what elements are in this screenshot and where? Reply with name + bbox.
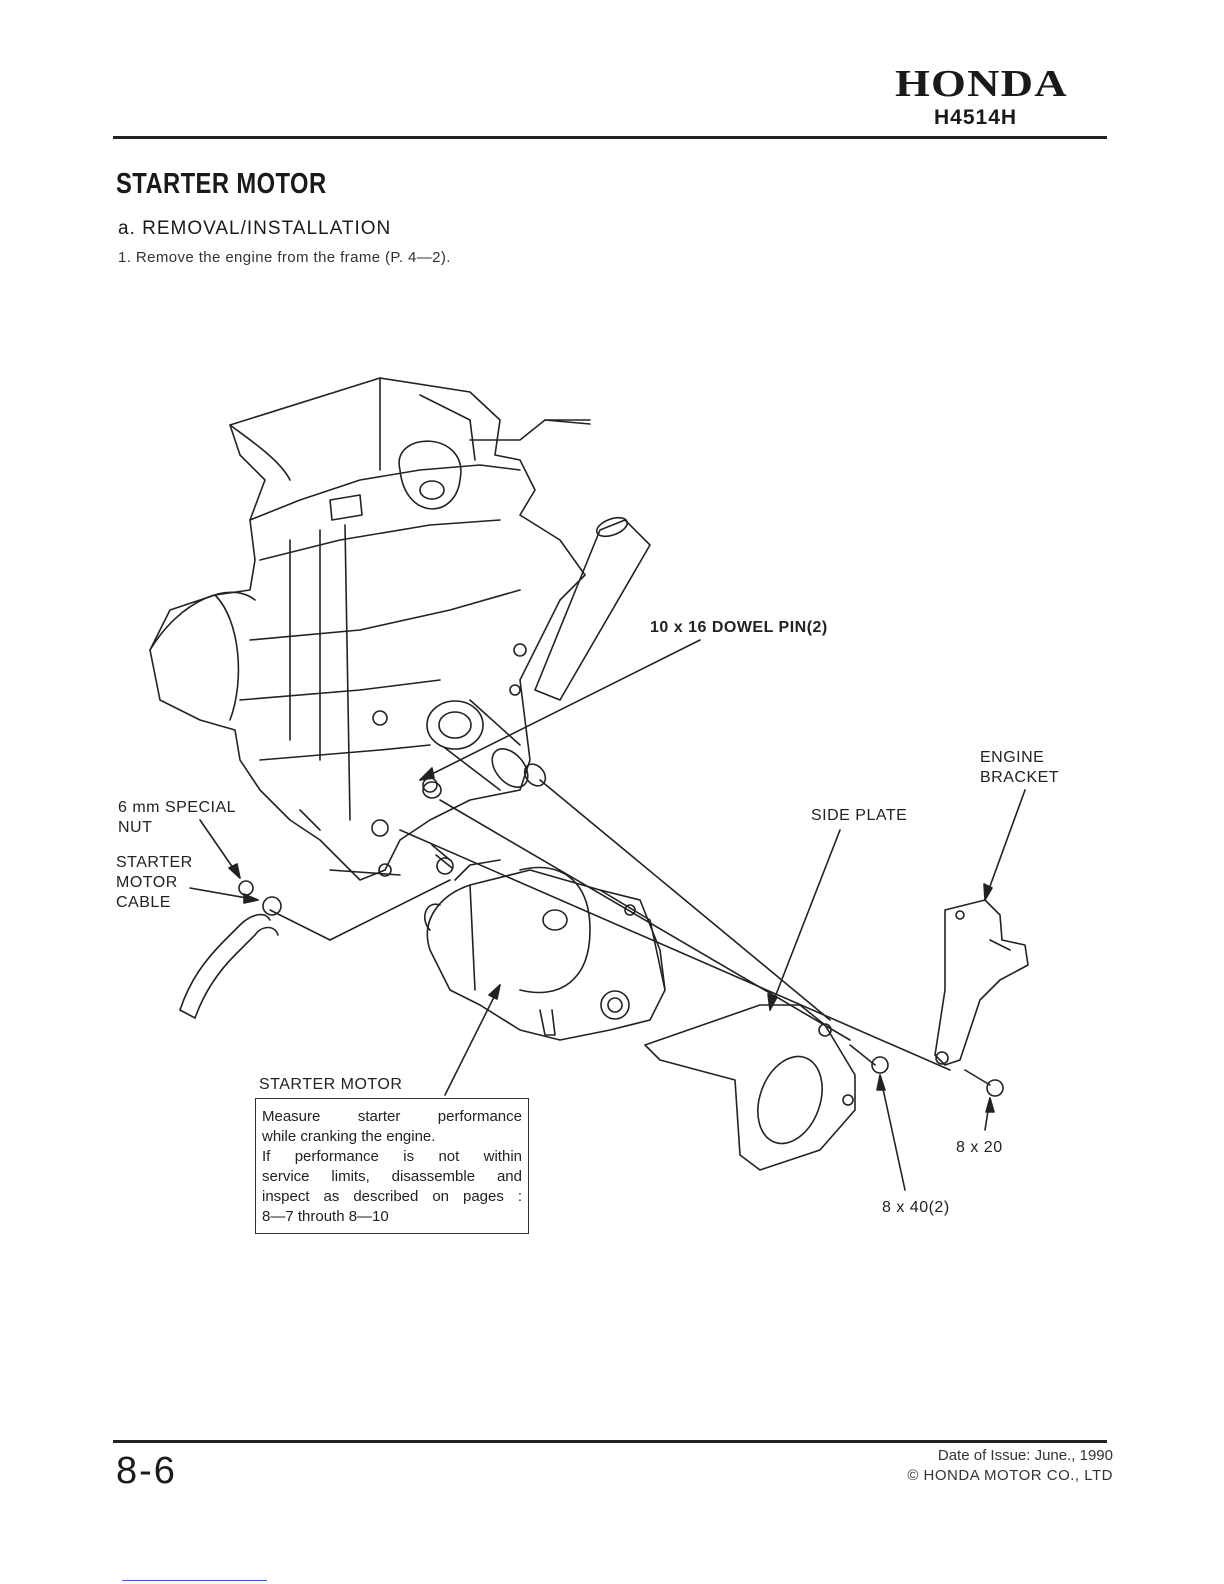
note-line: service limits, disassemble and bbox=[262, 1168, 522, 1185]
engine-bracket-part bbox=[934, 899, 1029, 1066]
header-rule bbox=[113, 136, 1107, 139]
starter-motor-part bbox=[424, 859, 666, 1041]
label-starter-motor: STARTER MOTOR bbox=[259, 1076, 403, 1093]
bolts bbox=[849, 1044, 1004, 1097]
label-cable-line2: MOTOR bbox=[116, 874, 178, 891]
copyright: © HONDA MOTOR CO., LTD bbox=[907, 1467, 1113, 1484]
note-line: Measure starter performance bbox=[262, 1108, 522, 1125]
starter-cable bbox=[179, 880, 282, 1019]
label-cable-line3: CABLE bbox=[116, 894, 171, 911]
note-line: If performance is not within bbox=[262, 1148, 522, 1165]
engine-block bbox=[149, 377, 591, 881]
note-line: 8—7 throuth 8—10 bbox=[262, 1208, 389, 1225]
footer-rule bbox=[113, 1440, 1107, 1443]
label-cable-line1: STARTER bbox=[116, 854, 193, 871]
label-dowel-pin: 10 x 16 DOWEL PIN(2) bbox=[650, 619, 828, 636]
section-title: STARTER MOTOR bbox=[116, 168, 327, 200]
filler-tube bbox=[534, 516, 651, 701]
side-plate-part bbox=[644, 1004, 856, 1171]
subsection-heading: a. REMOVAL/INSTALLATION bbox=[118, 218, 392, 239]
step-1: 1. Remove the engine from the frame (P. … bbox=[118, 249, 451, 266]
brand-logo: HONDA bbox=[895, 63, 1068, 105]
note-line: while cranking the engine. bbox=[262, 1128, 436, 1145]
label-side-plate: SIDE PLATE bbox=[811, 807, 908, 824]
note-box: Measure starter performance while cranki… bbox=[255, 1098, 529, 1234]
label-bolt-8x40: 8 x 40(2) bbox=[882, 1199, 950, 1216]
label-special-nut-line1: 6 mm SPECIAL bbox=[118, 799, 237, 816]
label-engine-bracket-line2: BRACKET bbox=[980, 769, 1060, 786]
dowel-pins bbox=[422, 781, 454, 875]
label-engine-bracket-line1: ENGINE bbox=[980, 749, 1045, 766]
footer-underline bbox=[122, 1580, 267, 1581]
note-line: inspect as described on pages : bbox=[262, 1188, 522, 1205]
label-special-nut-line2: NUT bbox=[118, 819, 153, 836]
model-code: H4514H bbox=[934, 106, 1018, 129]
label-bolt-8x20: 8 x 20 bbox=[956, 1139, 1003, 1156]
leader-lines bbox=[189, 639, 1026, 1191]
issue-date: Date of Issue: June., 1990 bbox=[937, 1447, 1113, 1464]
page-number: 8-6 bbox=[116, 1450, 177, 1492]
